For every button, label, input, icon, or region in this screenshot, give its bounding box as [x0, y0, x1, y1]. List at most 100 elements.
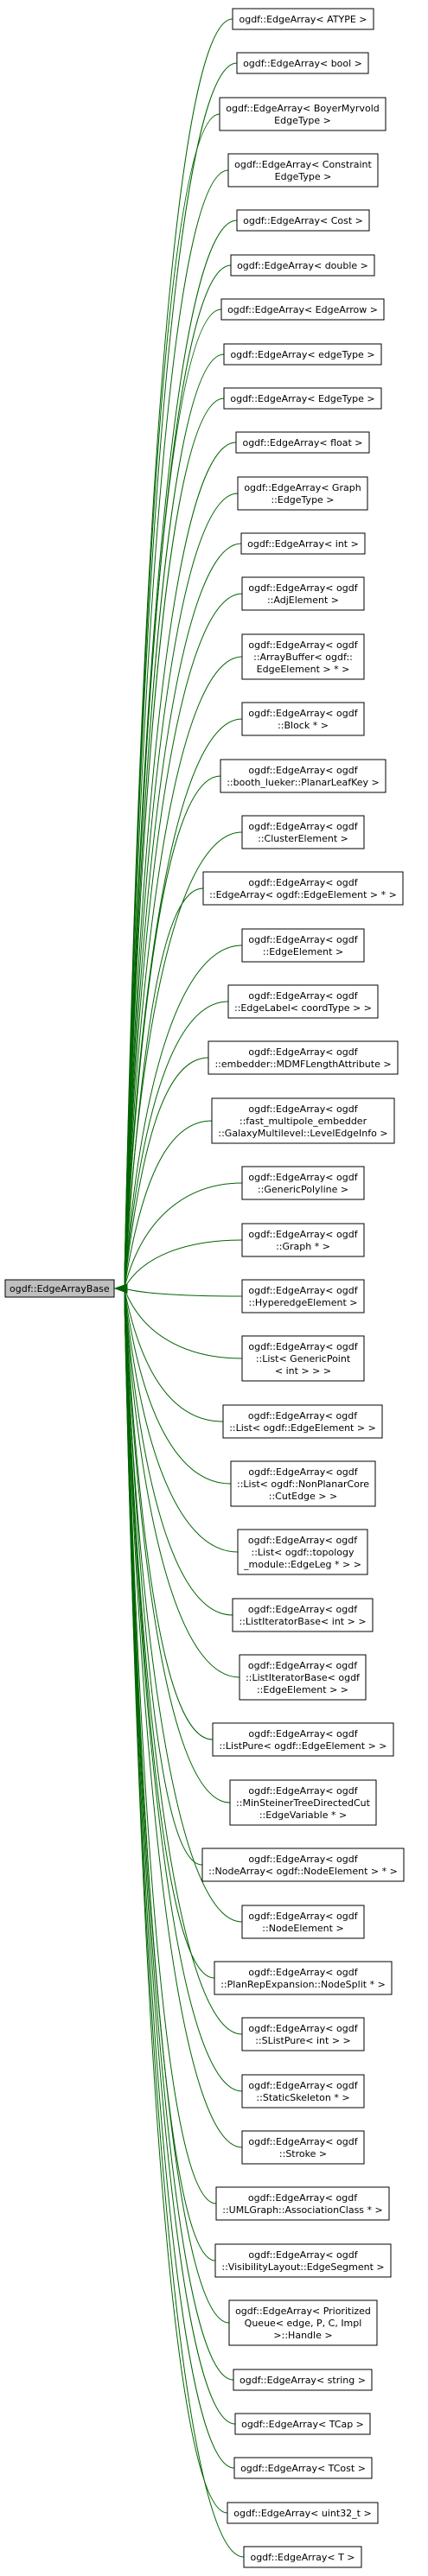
derived-class-box[interactable]: [214, 2243, 392, 2278]
derived-class-box[interactable]: [208, 1040, 399, 1075]
derived-class-node[interactable]: ogdf::EdgeArray< ogdf::List< ogdf::EdgeE…: [222, 1404, 383, 1439]
derived-class-box[interactable]: [236, 209, 370, 232]
derived-class-node[interactable]: ogdf::EdgeArray< ogdf::EdgeLabel< coordT…: [227, 984, 379, 1019]
derived-class-box[interactable]: [232, 1598, 374, 1632]
derived-class-box[interactable]: [211, 1097, 395, 1144]
derived-class-box[interactable]: [220, 759, 386, 793]
derived-class-node[interactable]: ogdf::EdgeArray< ogdf::AdjElement >: [241, 576, 365, 611]
derived-class-box[interactable]: [227, 984, 379, 1019]
derived-class-box[interactable]: [241, 2017, 365, 2051]
derived-class-box[interactable]: [223, 387, 382, 410]
derived-class-box[interactable]: [235, 431, 370, 454]
derived-class-box[interactable]: [223, 343, 382, 366]
derived-class-node[interactable]: ogdf::EdgeArray< ogdf::SListPure< int > …: [241, 2017, 365, 2051]
derived-class-box[interactable]: [241, 633, 365, 680]
derived-class-node[interactable]: ogdf::EdgeArray< edgeType >: [223, 343, 382, 366]
derived-class-box[interactable]: [241, 1335, 365, 1382]
derived-class-node[interactable]: ogdf::EdgeArray< ogdf::Block * >: [241, 702, 365, 736]
derived-class-node[interactable]: ogdf::EdgeArray< EdgeType >: [223, 387, 382, 410]
derived-class-node[interactable]: ogdf::EdgeArray< ogdf::NodeElement >: [241, 1905, 365, 1939]
derived-class-node[interactable]: ogdf::EdgeArray< string >: [233, 2369, 373, 2391]
derived-class-node[interactable]: ogdf::EdgeArray< ogdf::Graph * >: [241, 1223, 365, 1257]
derived-class-node[interactable]: ogdf::EdgeArray< ogdf::fast_multipole_em…: [211, 1097, 395, 1144]
derived-class-box[interactable]: [241, 2130, 365, 2165]
derived-class-box[interactable]: [227, 153, 379, 188]
derived-class-label: ::ListPure< ogdf::EdgeElement > >: [219, 1740, 386, 1752]
derived-class-node[interactable]: ogdf::EdgeArray< ogdf::List< ogdf::NonPl…: [230, 1460, 376, 1507]
base-class-box[interactable]: [4, 1279, 115, 1298]
derived-class-box[interactable]: [229, 1779, 377, 1826]
derived-class-box[interactable]: [237, 1529, 368, 1575]
derived-class-node[interactable]: ogdf::EdgeArray< ogdf::Stroke >: [241, 2130, 365, 2165]
derived-class-box[interactable]: [241, 1279, 365, 1313]
derived-class-node[interactable]: ogdf::EdgeArray< TCap >: [234, 2413, 371, 2435]
derived-class-node[interactable]: ogdf::EdgeArray< Cost >: [236, 209, 370, 232]
derived-class-box[interactable]: [227, 2502, 379, 2524]
derived-class-node[interactable]: ogdf::EdgeArray< ogdf::ArrayBuffer< ogdf…: [241, 633, 365, 680]
derived-class-node[interactable]: ogdf::EdgeArray< float >: [235, 431, 370, 454]
derived-class-box[interactable]: [241, 2074, 365, 2109]
derived-class-node[interactable]: ogdf::EdgeArray< ogdf::ClusterElement >: [241, 815, 365, 849]
derived-class-label: ogdf::EdgeArray< ogdf: [248, 1046, 358, 1058]
derived-class-box[interactable]: [241, 1166, 365, 1200]
derived-class-label: ogdf::EdgeArray< ogdf: [248, 1466, 358, 1478]
derived-class-box[interactable]: [237, 476, 368, 511]
derived-class-box[interactable]: [241, 1223, 365, 1257]
derived-class-node[interactable]: ogdf::EdgeArray< ogdf::StaticSkeleton * …: [241, 2074, 365, 2109]
derived-class-node[interactable]: ogdf::EdgeArray< ogdf::HyperedgeElement …: [241, 1279, 365, 1313]
derived-class-box[interactable]: [233, 2369, 373, 2391]
derived-class-node[interactable]: ogdf::EdgeArray< ogdf::ListIteratorBase<…: [232, 1598, 374, 1632]
derived-class-box[interactable]: [241, 928, 365, 963]
derived-class-node[interactable]: ogdf::EdgeArray< ogdf::MinSteinerTreeDir…: [229, 1779, 377, 1826]
derived-class-node[interactable]: ogdf::EdgeArray< ogdf::NodeArray< ogdf::…: [201, 1848, 405, 1882]
derived-class-box[interactable]: [212, 1722, 394, 1757]
derived-class-box[interactable]: [219, 97, 386, 131]
derived-class-node[interactable]: ogdf::EdgeArray< TCost >: [233, 2457, 373, 2479]
derived-class-node[interactable]: ogdf::EdgeArray< ogdf::embedder::MDMFLen…: [208, 1040, 399, 1075]
derived-class-node[interactable]: ogdf::EdgeArray< ogdf::EdgeArray< ogdf::…: [202, 871, 404, 906]
derived-class-node[interactable]: ogdf::EdgeArray< ogdf::UMLGraph::Associa…: [215, 2186, 390, 2221]
derived-class-node[interactable]: ogdf::EdgeArray< Graph::EdgeType >: [237, 476, 368, 511]
derived-class-box[interactable]: [239, 1654, 367, 1701]
derived-class-node[interactable]: ogdf::EdgeArray< ogdf::EdgeElement >: [241, 928, 365, 963]
derived-class-node[interactable]: ogdf::EdgeArray< ogdf::ListPure< ogdf::E…: [212, 1722, 394, 1757]
derived-class-node[interactable]: ogdf::EdgeArray< ATYPE >: [232, 8, 374, 30]
derived-class-box[interactable]: [214, 1961, 393, 1995]
derived-class-box[interactable]: [230, 254, 375, 277]
derived-class-box[interactable]: [233, 2457, 373, 2479]
derived-class-node[interactable]: ogdf::EdgeArray< ogdf::PlanRepExpansion:…: [214, 1961, 393, 1995]
derived-class-node[interactable]: ogdf::EdgeArray< EdgeArrow >: [220, 298, 385, 321]
derived-class-node[interactable]: ogdf::EdgeArray< ogdf::VisibilityLayout:…: [214, 2243, 392, 2278]
derived-class-box[interactable]: [243, 2546, 362, 2568]
derived-class-node[interactable]: ogdf::EdgeArray< double >: [230, 254, 375, 277]
derived-class-box[interactable]: [241, 702, 365, 736]
derived-class-node[interactable]: ogdf::EdgeArray< ogdf::List< GenericPoin…: [241, 1335, 365, 1382]
derived-class-box[interactable]: [201, 1848, 405, 1882]
derived-class-box[interactable]: [241, 576, 365, 611]
inheritance-edge: [124, 1288, 243, 1359]
derived-class-node[interactable]: ogdf::EdgeArray< uint32_t >: [227, 2502, 379, 2524]
derived-class-box[interactable]: [236, 52, 369, 74]
derived-class-box[interactable]: [234, 2413, 371, 2435]
derived-class-node[interactable]: ogdf::EdgeArray< int >: [240, 532, 366, 555]
base-class-node[interactable]: ogdf::EdgeArrayBase: [4, 1279, 115, 1298]
derived-class-box[interactable]: [241, 815, 365, 849]
derived-class-node[interactable]: ogdf::EdgeArray< ogdf::ListIteratorBase<…: [239, 1654, 367, 1701]
derived-class-box[interactable]: [215, 2186, 390, 2221]
derived-class-box[interactable]: [222, 1404, 383, 1439]
derived-class-node[interactable]: ogdf::EdgeArray< bool >: [236, 52, 369, 74]
derived-class-box[interactable]: [232, 8, 374, 30]
derived-class-node[interactable]: ogdf::EdgeArray< ogdf::GenericPolyline >: [241, 1166, 365, 1200]
derived-class-box[interactable]: [202, 871, 404, 906]
derived-class-node[interactable]: ogdf::EdgeArray< ogdf::booth_lueker::Pla…: [220, 759, 386, 793]
derived-class-box[interactable]: [230, 1460, 376, 1507]
derived-class-node[interactable]: ogdf::EdgeArray< ogdf::List< ogdf::topol…: [237, 1529, 368, 1575]
derived-class-box[interactable]: [228, 2299, 378, 2346]
derived-class-node[interactable]: ogdf::EdgeArray< T >: [243, 2546, 362, 2568]
derived-class-box[interactable]: [240, 532, 366, 555]
derived-class-box[interactable]: [241, 1905, 365, 1939]
derived-class-box[interactable]: [220, 298, 385, 321]
